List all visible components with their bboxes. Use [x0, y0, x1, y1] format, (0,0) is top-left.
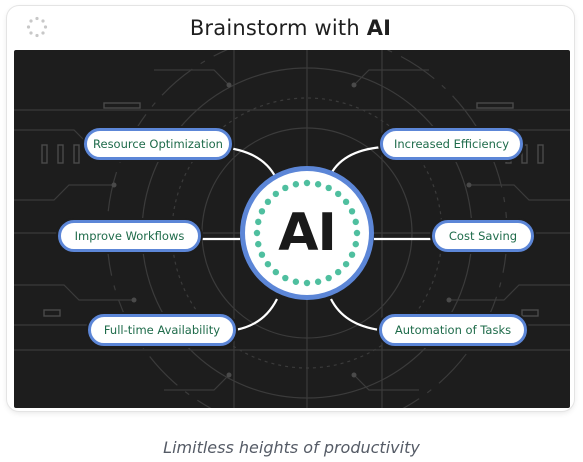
title-bold: AI — [366, 15, 392, 40]
card-header: Brainstorm with AI — [7, 6, 574, 49]
hub-dot — [258, 208, 266, 215]
node-label: Automation of Tasks — [394, 323, 512, 337]
hub-dot — [334, 268, 342, 276]
diagram-card: Brainstorm with AI — [7, 6, 574, 411]
node-automation-of-tasks: Automation of Tasks — [379, 314, 527, 346]
hub-label: AI — [278, 203, 337, 263]
node-label: Full-time Availability — [103, 323, 221, 337]
node-resource-optimization: Resource Optimization — [84, 128, 232, 160]
hub-dot-ring — [253, 179, 361, 287]
ai-hub: AI — [240, 166, 374, 300]
hub-dot — [255, 240, 262, 248]
hub-dot — [353, 229, 361, 237]
hub-dot — [282, 184, 289, 192]
hub-dot — [348, 208, 356, 215]
hub-dot — [334, 190, 342, 198]
hub-dot — [253, 229, 261, 237]
loading-spinner-icon — [26, 16, 48, 38]
hub-dot — [342, 260, 350, 268]
caption: Limitless heights of productivity — [163, 438, 420, 457]
node-label: Increased Efficiency — [393, 137, 510, 151]
hub-dot — [314, 278, 322, 285]
hub-dot — [292, 181, 300, 188]
page-title: Brainstorm with AI — [190, 16, 391, 40]
hub-dot — [352, 218, 359, 226]
hub-dot — [264, 198, 272, 206]
node-increased-efficiency: Increased Efficiency — [380, 128, 523, 160]
hub-dot — [282, 274, 289, 282]
title-prefix: Brainstorm with — [189, 15, 367, 40]
hub-dot — [303, 279, 311, 287]
mindmap-board: Resource Optimization Increased Efficien… — [14, 50, 570, 408]
hub-dot — [325, 274, 332, 282]
node-improve-workflows: Improve Workflows — [58, 220, 201, 252]
node-label: Cost Saving — [448, 229, 518, 243]
hub-dot — [303, 179, 311, 187]
hub-dot — [272, 268, 280, 276]
node-label: Improve Workflows — [74, 229, 185, 243]
hub-dot — [264, 260, 272, 268]
hub-dot — [255, 218, 262, 226]
hub-dot — [314, 181, 322, 188]
node-cost-saving: Cost Saving — [432, 220, 534, 252]
hub-dot — [258, 251, 266, 258]
node-full-time-availability: Full-time Availability — [88, 314, 236, 346]
hub-dot — [342, 198, 350, 206]
node-label: Resource Optimization — [93, 137, 223, 151]
hub-dot — [325, 184, 332, 192]
hub-dot — [348, 251, 356, 258]
hub-dot — [352, 240, 359, 248]
hub-dot — [272, 190, 280, 198]
hub-dot — [292, 278, 300, 285]
